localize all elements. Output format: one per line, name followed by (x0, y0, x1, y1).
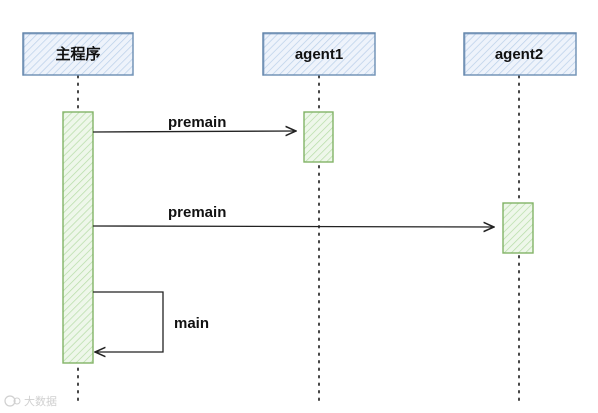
watermark-text: 大数据 (24, 394, 57, 408)
message-label-premain-agent2: premain (168, 204, 226, 221)
watermark: 大数据 (4, 394, 57, 408)
message-label-main: main (174, 315, 209, 332)
activation-agent2 (502, 202, 534, 254)
participant-main-program: 主程序 (22, 32, 134, 76)
activation-main-program (62, 111, 94, 364)
message-self-main: main (93, 291, 209, 352)
participant-label-agent2: agent2 (495, 46, 543, 63)
participant-label-main-program: 主程序 (55, 45, 100, 63)
message-premain-agent1: premain (92, 114, 296, 132)
activation-agent1 (303, 111, 334, 163)
participant-agent2: agent2 (463, 32, 577, 76)
watermark-logo-icon (4, 395, 16, 407)
participant-agent1: agent1 (262, 32, 376, 76)
message-label-premain-agent1: premain (168, 114, 226, 131)
message-premain-agent2: premain (92, 204, 494, 227)
participant-label-agent1: agent1 (295, 46, 343, 63)
